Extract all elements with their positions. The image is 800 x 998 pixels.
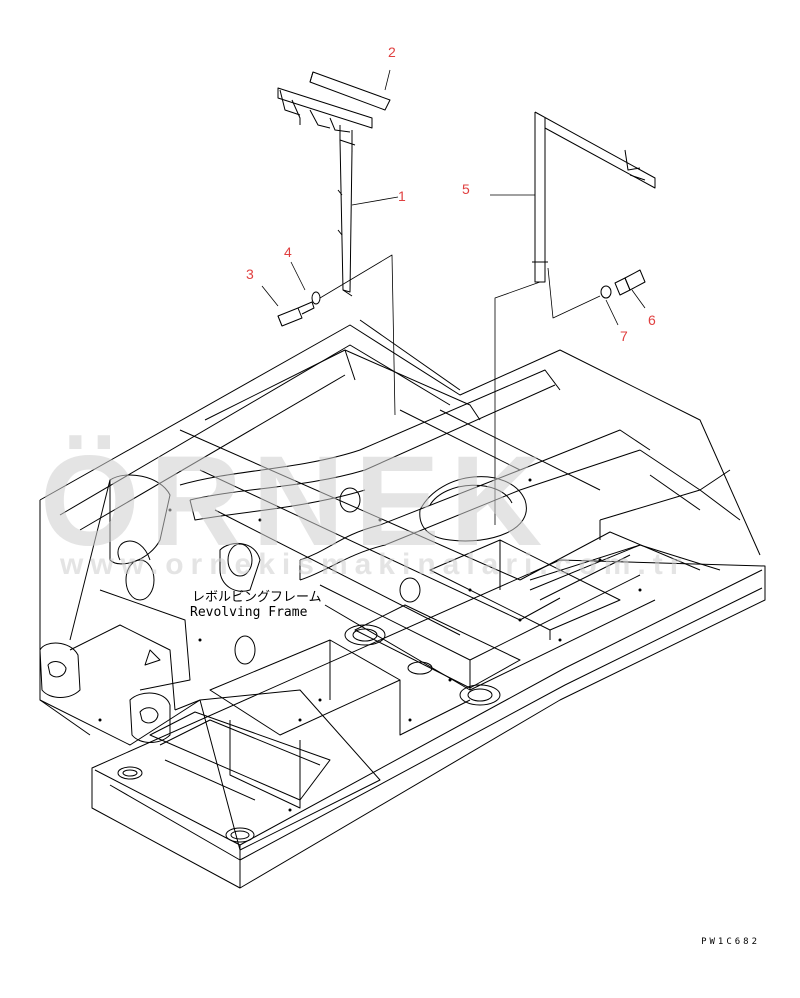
callout-1: 1 — [398, 188, 406, 204]
part-3-bolt — [277, 301, 315, 327]
watermark-brand: ÖRNEK — [40, 430, 553, 573]
watermark-site: www.ornekismakinalari.com.tr — [60, 548, 689, 581]
part-2-bar — [309, 71, 391, 111]
callout-4: 4 — [284, 244, 292, 260]
part-6-bolt — [614, 269, 646, 296]
callout-3: 3 — [246, 266, 254, 282]
part-5-bracket — [532, 111, 656, 283]
frame-label-en: Revolving Frame — [190, 605, 308, 620]
callout-2: 2 — [388, 44, 396, 60]
callout-5: 5 — [462, 181, 470, 197]
callout-6: 6 — [648, 312, 656, 328]
part-4-washer — [311, 291, 321, 305]
frame-label-jp: レボルビングフレーム — [192, 590, 322, 605]
part-7-washer — [600, 285, 612, 299]
part-1-bracket — [277, 87, 373, 297]
leader-lines — [261, 69, 646, 525]
callout-7: 7 — [620, 328, 628, 344]
drawing-code: PW1C682 — [701, 937, 760, 947]
revolving-frame — [39, 319, 766, 889]
cross-beam — [179, 369, 651, 581]
